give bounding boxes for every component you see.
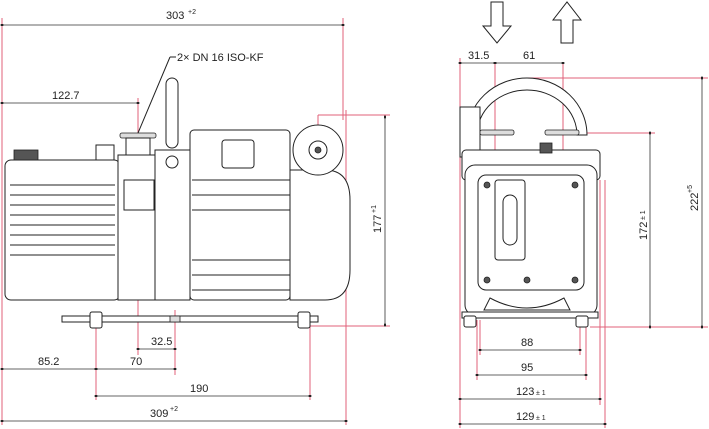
dim-foot-offset-small: 32.5 bbox=[151, 336, 172, 348]
side-dimensions: 303 +2 122.7 2× DN 16 ISO-KF 177 +1 32.5… bbox=[0, 9, 386, 422]
pump-side-view bbox=[4, 77, 351, 329]
dim-flange-offset: 122.7 bbox=[52, 90, 80, 102]
dim-foot-inner: 88 bbox=[521, 337, 533, 349]
port-label: 2× DN 16 ISO-KF bbox=[177, 52, 264, 64]
dim-body-height: 172 bbox=[638, 222, 650, 240]
dim-height: 177 bbox=[372, 215, 384, 233]
dim-total-height: 222 bbox=[689, 193, 701, 211]
outlet-arrow-up-icon bbox=[551, 1, 583, 44]
dim-inlet-offset: 31.5 bbox=[468, 50, 489, 62]
dim-body-width-tol: ± 1 bbox=[536, 390, 546, 397]
dim-foot-edge: 85.2 bbox=[38, 356, 59, 368]
pump-front-view bbox=[459, 77, 601, 328]
dim-base-length-tol: +2 bbox=[170, 406, 178, 413]
dim-height-tol: +1 bbox=[371, 205, 378, 213]
dim-foot-spacing: 190 bbox=[190, 383, 208, 395]
dim-total-height-tol: +5 bbox=[687, 185, 694, 193]
dim-body-width: 123 bbox=[516, 386, 534, 398]
dim-overall-width-tol: ± 1 bbox=[536, 415, 546, 422]
dim-foot-to-center: 70 bbox=[130, 356, 142, 368]
dim-body-height-tol: ± 1 bbox=[640, 210, 647, 220]
dim-overall-length-tol: +2 bbox=[188, 9, 196, 16]
dim-overall-length: 303 bbox=[166, 10, 184, 22]
dim-port-spacing: 61 bbox=[523, 50, 535, 62]
dim-base-length: 309 bbox=[150, 408, 168, 420]
dim-overall-width: 129 bbox=[516, 411, 534, 423]
inlet-arrow-down-icon bbox=[481, 1, 513, 44]
front-dimensions: 31.5 61 222 +5 172 ± 1 88 95 123 ± 1 129… bbox=[458, 50, 703, 425]
dim-foot-outer: 95 bbox=[521, 362, 533, 374]
motor-fins bbox=[192, 179, 290, 291]
cooling-fins bbox=[10, 184, 115, 256]
